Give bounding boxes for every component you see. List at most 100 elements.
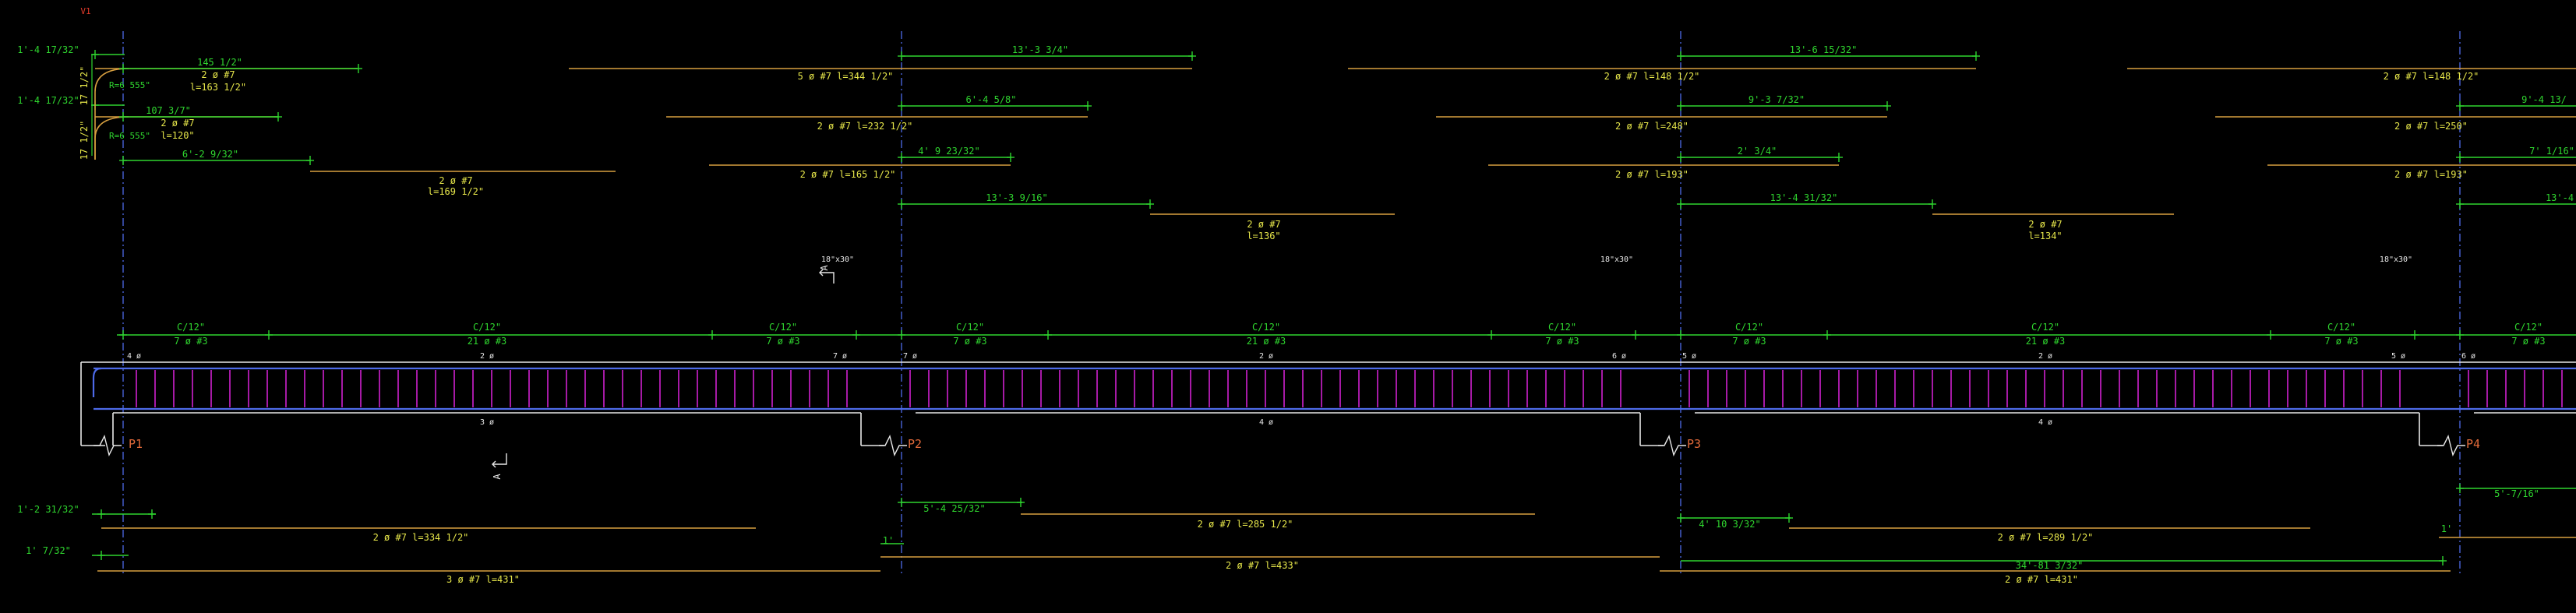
left-dimension-ld4: 1' 7/32": [26, 545, 71, 556]
beam-top-count-c3: 7 ø: [833, 352, 847, 361]
support-label-p4: P4: [2466, 437, 2480, 451]
top-rebar-label-t12: 2 ø #7 l=148 1/2": [2384, 71, 2479, 82]
top-rebar-dimension-t4: 13'-3 3/4": [1012, 44, 1068, 55]
marker-label: V1: [80, 6, 90, 16]
stirrup-spacing-st4: C/12": [956, 322, 984, 333]
bottom-rebar-dimension-bt7: 1': [2441, 523, 2452, 534]
top-rebar-label-t3: 2 ø #7: [439, 175, 472, 186]
beam-top-count-c5: 2 ø: [1259, 352, 1273, 361]
stirrup-count-st1: 7 ø #3: [174, 336, 207, 347]
top-rebar-dimension-t10: 2' 3/4": [1738, 146, 1777, 157]
stirrup-spacing-st2: C/12": [473, 322, 501, 333]
vertical-dimension-1: 17 1/2": [79, 66, 90, 106]
stirrup-count-st3: 7 ø #3: [766, 336, 799, 347]
bottom-rebar-label-bt5: 2 ø #7 l=289 1/2": [1998, 532, 2094, 543]
stirrup-count-st10: 7 ø #3: [2511, 336, 2545, 347]
bottom-rebar-dimension-bt4: 1': [883, 535, 894, 546]
stirrup-count-st7: 7 ø #3: [1732, 336, 1766, 347]
top-rebar-label-t13: 2 ø #7 l=250": [2394, 121, 2468, 132]
top-rebar-dimension-t15: 13'-4: [2546, 192, 2574, 203]
top-rebar-label-t11: 2 ø #7: [2028, 219, 2062, 230]
bottom-rebar-dimension-bt3: 5'-4 25/32": [923, 503, 985, 514]
bottom-rebar-dimension-bt6: 34'-81 3/32": [2016, 560, 2084, 571]
section-size-label-3: 18"x30": [2380, 255, 2412, 264]
stirrup-spacing-st1: C/12": [177, 322, 205, 333]
top-rebar-label-t14: 2 ø #7 l=193": [2394, 169, 2468, 180]
stirrup-spacing-st6: C/12": [1548, 322, 1576, 333]
top-rebar-label-t4: 5 ø #7 l=344 1/2": [798, 71, 894, 82]
top-rebar-label-t7: 2 ø #7: [1247, 219, 1280, 230]
bottom-rebar-label-bt2: 3 ø #7 l=431": [446, 574, 520, 585]
top-rebar-dimension-t1: 145 1/2": [197, 57, 242, 68]
stirrup-count-st8: 21 ø #3: [2026, 336, 2066, 347]
stirrup-spacing-st9: C/12": [2327, 322, 2355, 333]
column-break-symbol-1: [94, 434, 122, 457]
top-rebar-dimension-t3: 6'-2 9/32": [182, 149, 238, 160]
vertical-dimension-2: 17 1/2": [79, 121, 90, 160]
hook-radius-1: R=6 555": [109, 80, 150, 90]
bottom-rebar-label-bt6: 2 ø #7 l=431": [2005, 574, 2078, 585]
top-rebar-label-t2: 2 ø #7: [161, 118, 194, 129]
column-break-symbol-4: [2437, 434, 2465, 457]
stirrup-count-st6: 7 ø #3: [1545, 336, 1579, 347]
beam-top-count-c6: 6 ø: [1612, 352, 1626, 361]
left-dimension-ld1: 1'-4 17/32": [17, 44, 79, 55]
left-dimension-ld3: 1'-2 31/32": [17, 504, 79, 515]
stirrup-spacing-st5: C/12": [1252, 322, 1280, 333]
support-label-p2: P2: [908, 437, 922, 451]
top-rebar-dimension-t6: 4' 9 23/32": [918, 146, 979, 157]
top-rebar-dimension-t13: 9'-4 13/: [2521, 94, 2567, 105]
top-rebar-dimension-t8: 13'-6 15/32": [1790, 44, 1858, 55]
beam-bottom-count-b2: 4 ø: [1259, 418, 1273, 427]
section-size-label-1: 18"x30": [821, 255, 854, 264]
top-rebar-label-t1: 2 ø #7: [201, 69, 235, 80]
beam-top-count-c4: 7 ø: [903, 352, 917, 361]
top-rebar-dimension-t5: 6'-4 5/8": [965, 94, 1016, 105]
top-rebar-label-t10: 2 ø #7 l=193": [1615, 169, 1689, 180]
support-label-p1: P1: [129, 437, 143, 451]
stirrup-spacing-st7: C/12": [1735, 322, 1763, 333]
stirrup-count-st2: 21 ø #3: [468, 336, 507, 347]
stirrup-count-st4: 7 ø #3: [953, 336, 986, 347]
top-rebar-dimension-t7: 13'-3 9/16": [986, 192, 1047, 203]
beam-top-count-c8: 2 ø: [2038, 352, 2052, 361]
section-letter-2: A: [492, 474, 503, 480]
top-rebar-label-t8: 2 ø #7 l=148 1/2": [1604, 71, 1700, 82]
bottom-rebar-label-bt3: 2 ø #7 l=285 1/2": [1198, 519, 1293, 530]
beam-top-count-c9: 5 ø: [2391, 352, 2405, 361]
beam-top-count-c10: 6 ø: [2461, 352, 2475, 361]
section-cut-1: [820, 272, 835, 284]
beam-top-count-c2: 2 ø: [480, 352, 494, 361]
left-dimension-ld2: 1'-4 17/32": [17, 95, 79, 106]
bottom-rebar-label-bt1: 2 ø #7 l=334 1/2": [373, 532, 469, 543]
top-rebar-label-t5: 2 ø #7 l=232 1/2": [817, 121, 913, 132]
bottom-rebar-label-bt4: 2 ø #7 l=433": [1226, 560, 1299, 571]
top-rebar-dimension-t14: 7' 1/16": [2529, 146, 2574, 157]
section-cut-2: [492, 453, 507, 465]
top-rebar-length-t7: l=136": [1247, 231, 1280, 241]
stirrup-spacing-st10: C/12": [2514, 322, 2542, 333]
top-rebar-dimension-t2: 107 3/7": [146, 105, 191, 116]
beam-bottom-count-b1: 3 ø: [480, 418, 494, 427]
column-break-symbol-3: [1658, 434, 1686, 457]
support-label-p3: P3: [1687, 437, 1701, 451]
stirrup-spacing-st3: C/12": [769, 322, 797, 333]
top-rebar-label-t9: 2 ø #7 l=248": [1615, 121, 1689, 132]
top-rebar-length-t11: l=134": [2028, 231, 2062, 241]
top-rebar-length-t2: l=120": [161, 130, 194, 141]
bottom-rebar-dimension-bt5: 4' 10 3/32": [1699, 519, 1760, 530]
section-arrow-2: [492, 460, 496, 468]
top-rebar-dimension-t11: 13'-4 31/32": [1770, 192, 1838, 203]
section-letter-1: A: [819, 265, 830, 271]
top-rebar-length-t3: l=169 1/2": [428, 186, 484, 197]
beam-top-count-c1: 4 ø: [127, 352, 141, 361]
hook-radius-2: R=6 555": [109, 131, 150, 141]
top-rebar-label-t6: 2 ø #7 l=165 1/2": [800, 169, 896, 180]
beam-top-count-c7: 5 ø: [1682, 352, 1696, 361]
stirrup-spacing-st8: C/12": [2031, 322, 2059, 333]
top-rebar-length-t1: l=163 1/2": [190, 82, 246, 93]
section-size-label-2: 18"x30": [1600, 255, 1633, 264]
column-break-symbol-2: [879, 434, 907, 457]
top-rebar-dimension-t9: 9'-3 7/32": [1749, 94, 1805, 105]
